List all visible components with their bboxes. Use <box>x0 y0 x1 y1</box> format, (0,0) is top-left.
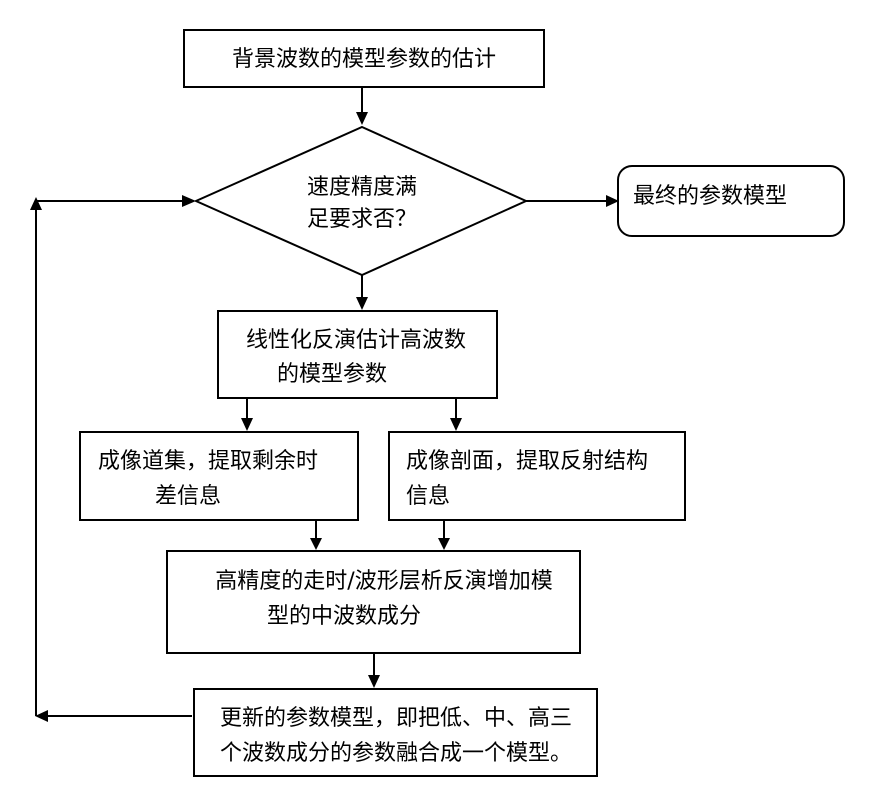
node-imaging-gathers: 成像道集，提取剩余时 差信息 <box>79 431 359 521</box>
node-final-model-line-1: 最终的参数模型 <box>633 184 787 209</box>
arrow-head <box>368 675 380 688</box>
arrow-head <box>30 197 42 210</box>
arrow-head <box>182 195 196 207</box>
node-imaging-gathers-line-2: 差信息 <box>155 484 221 509</box>
arrow-head <box>356 297 368 310</box>
node-accuracy-check-line-1: 速度精度满 <box>307 175 417 200</box>
arrow-head <box>356 112 368 125</box>
node-update-model-line-1: 更新的参数模型，即把低、中、高三 <box>220 706 572 731</box>
node-imaging-gathers-line-1: 成像道集，提取剩余时 <box>98 449 318 474</box>
node-imaging-profile-line-1: 成像剖面，提取反射结构 <box>406 449 648 474</box>
node-tomography-inversion-line-1: 高精度的走时/波形层析反演增加模 <box>215 569 552 594</box>
arrow-head <box>438 538 450 550</box>
arrow-head <box>35 710 48 722</box>
node-estimate-background-line-1: 背景波数的模型参数的估计 <box>232 47 496 72</box>
node-update-model-line-2: 个波数成分的参数融合成一个模型。 <box>220 741 572 766</box>
arrow-head <box>450 418 462 431</box>
arrow-head <box>241 418 253 431</box>
node-estimate-background: 背景波数的模型参数的估计 <box>183 29 545 88</box>
node-accuracy-check-line-2: 足要求否？ <box>307 207 417 232</box>
node-final-model: 最终的参数模型 <box>617 165 845 237</box>
node-linear-inversion-line-2: 的模型参数 <box>277 362 387 387</box>
node-update-model: 更新的参数模型，即把低、中、高三 个波数成分的参数融合成一个模型。 <box>193 688 598 777</box>
node-imaging-profile-line-2: 信息 <box>406 484 450 509</box>
node-imaging-profile: 成像剖面，提取反射结构 信息 <box>388 431 686 521</box>
arrow-head <box>310 538 322 550</box>
node-accuracy-check: 速度精度满 足要求否？ <box>193 125 529 277</box>
node-tomography-inversion: 高精度的走时/波形层析反演增加模 型的中波数成分 <box>166 550 581 654</box>
node-linear-inversion-line-1: 线性化反演估计高波数 <box>246 328 466 353</box>
node-linear-inversion: 线性化反演估计高波数 的模型参数 <box>217 310 498 399</box>
node-tomography-inversion-line-2: 型的中波数成分 <box>267 604 421 629</box>
arrow-head <box>606 195 619 207</box>
